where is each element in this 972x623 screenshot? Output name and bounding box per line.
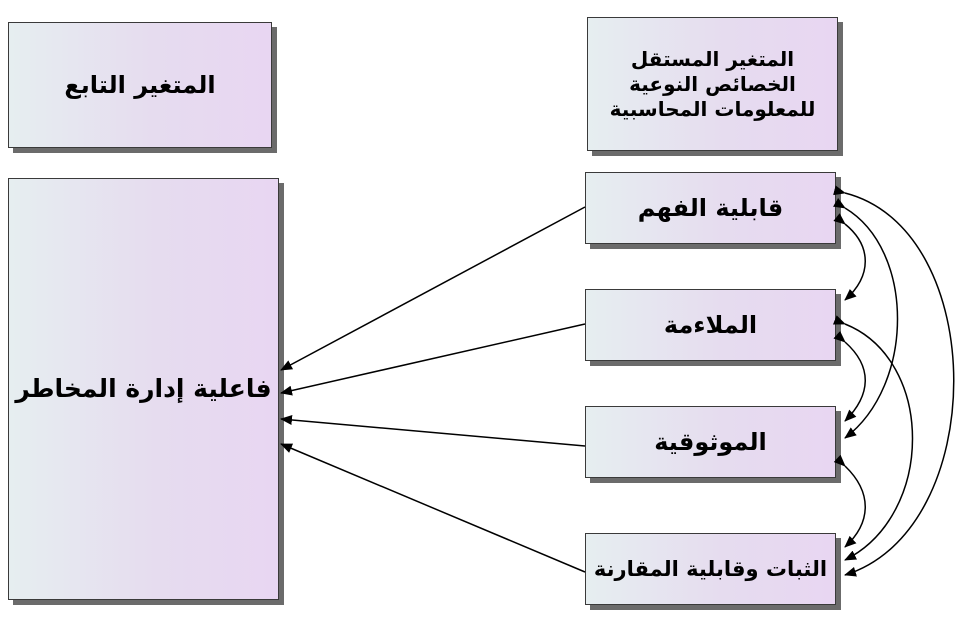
relevance-label: الملاءمة <box>663 311 758 339</box>
independent-header-line-3: للمعلومات المحاسبية <box>609 96 816 121</box>
arrow-understandability-to-risk-management <box>280 206 586 371</box>
correlation-arc-3-4 <box>833 454 866 548</box>
correlation-arc-1-4 <box>833 185 955 577</box>
risk-management-effectiveness-box: فاعلية إدارة المخاطر <box>8 178 279 600</box>
arrow-consistency-to-risk-management <box>280 443 586 573</box>
consistency-comparability-box: الثبات وقابلية المقارنة <box>585 533 836 605</box>
reliability-box: الموثوقية <box>585 406 836 478</box>
consistency-comparability-label: الثبات وقابلية المقارنة <box>593 556 828 581</box>
dependent-variable-header: المتغير التابع <box>8 22 272 148</box>
understandability-label: قابلية الفهم <box>637 194 784 222</box>
independent-header-line-1: المتغير المستقل <box>630 46 795 71</box>
dependent-variable-header-label: المتغير التابع <box>64 71 216 99</box>
independent-header-line-2: الخصائص النوعية <box>629 71 796 96</box>
correlation-arc-2-3 <box>833 330 866 422</box>
correlation-arc-2-4 <box>832 315 914 561</box>
independent-variable-header-text: المتغير المستقل الخصائص النوعية للمعلوما… <box>610 47 816 122</box>
relevance-box: الملاءمة <box>585 289 836 361</box>
independent-variable-header: المتغير المستقل الخصائص النوعية للمعلوما… <box>587 17 838 151</box>
arrow-reliability-to-risk-management <box>280 414 586 447</box>
understandability-box: قابلية الفهم <box>585 172 836 244</box>
correlation-arc-1-2 <box>833 213 866 301</box>
reliability-label: الموثوقية <box>654 428 767 456</box>
risk-management-effectiveness-label: فاعلية إدارة المخاطر <box>15 374 272 404</box>
arrow-relevance-to-risk-management <box>280 323 586 396</box>
correlation-arc-1-3 <box>832 198 899 439</box>
